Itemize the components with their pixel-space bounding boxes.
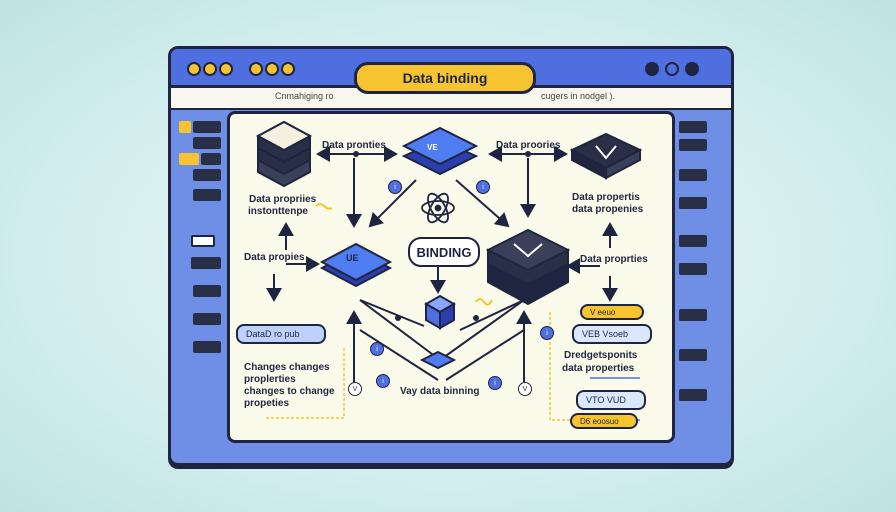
window-control-icon[interactable]	[645, 62, 659, 76]
cube-label-mid: UE	[346, 253, 359, 263]
info-badge: i	[476, 180, 490, 194]
v-badge: V	[348, 382, 362, 396]
sidebar-line	[193, 169, 221, 181]
vue-cube-icon	[569, 132, 643, 180]
window-dot-icon[interactable]	[219, 62, 233, 76]
left-caption-1: Data propriies	[249, 194, 317, 205]
connector-line	[359, 299, 425, 327]
sidebar-line	[191, 257, 221, 269]
right-chip: VTO VUD	[576, 390, 646, 410]
sidebar-line	[679, 309, 707, 321]
address-text-right: cugers in nodgel ).	[541, 91, 616, 101]
sidebar-line	[679, 121, 707, 133]
binding-label: BINDING	[408, 237, 480, 267]
sidebar-line	[193, 137, 221, 149]
info-badge: i	[370, 342, 384, 356]
squiggle-mark	[315, 203, 333, 210]
sidebar-line	[201, 153, 221, 165]
connector-line	[359, 299, 441, 361]
window-dot-icon[interactable]	[281, 62, 295, 76]
sidebar-line	[191, 235, 215, 247]
data-cube-icon	[423, 294, 457, 330]
sidebar-line	[179, 121, 191, 133]
vue-diamond-icon	[401, 126, 479, 176]
left-caption-2: instonttenpe	[248, 206, 308, 217]
top-left-label: Data pronties	[322, 140, 386, 151]
sidebar-line	[179, 153, 199, 165]
sidebar-line	[193, 341, 221, 353]
window-control-icon[interactable]	[665, 62, 679, 76]
vue-diamond-icon	[419, 350, 457, 370]
right-chip: V eeuo	[580, 304, 644, 320]
left-list-item: proplerties	[244, 374, 296, 385]
sidebar-line	[193, 121, 221, 133]
squiggle-mark	[475, 298, 493, 306]
sidebar-line	[679, 139, 707, 151]
left-chip: DataD ro pub	[236, 324, 326, 344]
connector-line	[359, 329, 439, 381]
right-caption-2: data propenies	[572, 204, 644, 215]
info-badge: i	[376, 374, 390, 388]
left-list-item: Changes changes	[244, 362, 330, 373]
info-badge: i	[540, 326, 554, 340]
atom-icon	[421, 192, 455, 224]
right-list-item: Dredgetsponits	[564, 350, 638, 361]
connector-dot	[353, 151, 531, 321]
server-stack-icon	[255, 120, 313, 188]
title-pill: Data binding	[354, 62, 536, 94]
left-list-item: propeties	[244, 398, 290, 409]
sidebar-line	[679, 349, 707, 361]
connector-line	[459, 299, 525, 331]
sidebar-line	[679, 235, 707, 247]
sidebar-line	[679, 169, 707, 181]
right-list-item: data properties	[562, 363, 635, 374]
vue-cube-icon	[485, 228, 571, 306]
window-dot-icon[interactable]	[265, 62, 279, 76]
info-badge: i	[488, 376, 502, 390]
sidebar-line	[193, 285, 221, 297]
sidebar-line	[193, 189, 221, 201]
connector-arrow	[455, 179, 510, 228]
dashed-guide	[264, 348, 345, 419]
window-dot-icon[interactable]	[249, 62, 263, 76]
right-chip: VEB Vsoeb	[572, 324, 652, 344]
window-control-icon[interactable]	[685, 62, 699, 76]
right-mid-label: Data proprties	[580, 254, 648, 265]
sidebar-line	[679, 197, 707, 209]
connector-arrow	[368, 179, 417, 228]
right-caption-1: Data propertis	[572, 192, 640, 203]
left-mid-label: Data propies	[244, 252, 305, 263]
sidebar-line	[679, 389, 707, 401]
sidebar-line	[679, 263, 707, 275]
window-dot-icon[interactable]	[203, 62, 217, 76]
vue-diamond-icon	[319, 242, 393, 288]
connector-line	[445, 329, 525, 381]
address-text-left: Cnmahiging ro	[275, 91, 334, 101]
right-chip: D6 eoosuo	[570, 413, 638, 429]
sidebar-line	[193, 313, 221, 325]
left-list-item: changes to change	[244, 386, 335, 397]
v-badge: V	[518, 382, 532, 396]
top-right-label: Data proories	[496, 140, 561, 151]
connector-line	[439, 299, 525, 361]
bottom-label: Vay data binning	[400, 386, 480, 397]
window-dot-icon[interactable]	[187, 62, 201, 76]
address-bar[interactable]: Cnmahiging ro cugers in nodgel ).	[171, 88, 731, 110]
info-badge: i	[388, 180, 402, 194]
cube-label-top: VE	[427, 143, 438, 152]
